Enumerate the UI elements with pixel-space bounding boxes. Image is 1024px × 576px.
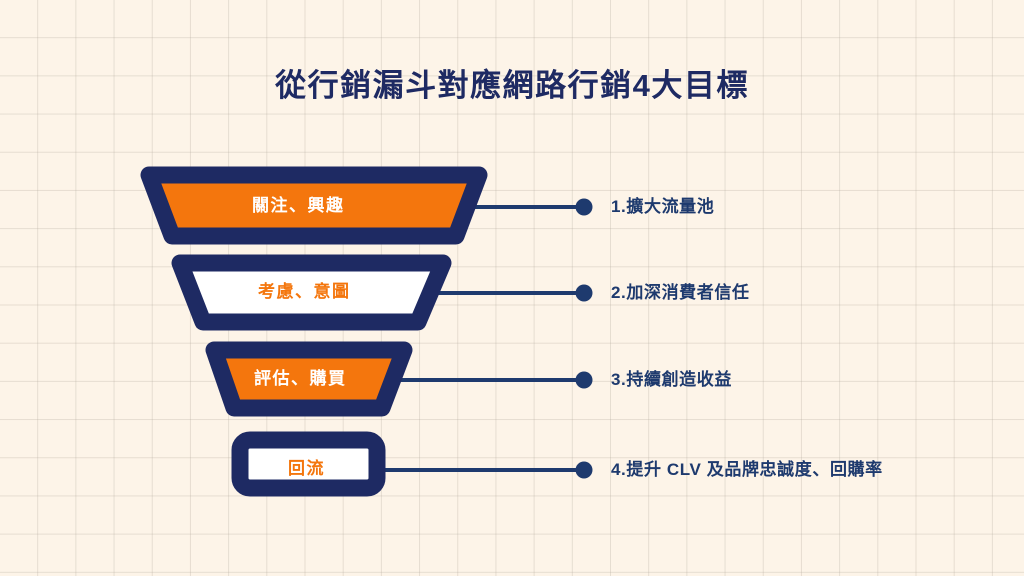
funnel-stage-2-shape[interactable] <box>171 254 452 331</box>
funnel-stage-2[interactable] <box>171 254 452 331</box>
funnel-stage-2-label: 考慮、意圖 <box>258 282 351 301</box>
goal-item-2[interactable]: 2.加深消費者信任 <box>611 282 750 304</box>
connector-dots <box>575 198 593 479</box>
goal-item-2-text: 2.加深消費者信任 <box>611 283 750 302</box>
goal-item-4-text: 4.提升 CLV 及品牌忠誠度、回購率 <box>611 460 883 479</box>
funnel-stage-4-shape[interactable] <box>231 431 386 497</box>
goal-item-1[interactable]: 1.擴大流量池 <box>611 196 714 218</box>
page-title: 從行銷漏斗對應網路行銷4大目標 <box>275 68 749 103</box>
connector-lines <box>337 205 583 472</box>
bullet-dot-1 <box>575 198 593 216</box>
goal-item-3-text: 3.持續創造收益 <box>611 370 732 389</box>
funnel-stage-1-label: 關注、興趣 <box>252 196 345 215</box>
bullet-dot-3 <box>575 371 593 389</box>
bullet-dot-4 <box>575 461 593 479</box>
goal-item-4[interactable]: 4.提升 CLV 及品牌忠誠度、回購率 <box>611 459 883 481</box>
funnel-stage-1-shape[interactable] <box>140 166 488 245</box>
bullet-dot-2 <box>575 284 593 302</box>
funnel-stage-3-shape[interactable] <box>205 341 413 417</box>
funnel-stage-1[interactable] <box>140 166 488 245</box>
funnel-stage-4[interactable] <box>231 431 386 497</box>
goal-item-3[interactable]: 3.持續創造收益 <box>611 369 732 391</box>
funnel-stage-3-label: 評估、購買 <box>254 369 347 388</box>
funnel-stage-3[interactable] <box>205 341 413 417</box>
funnel-stage-4-label: 回流 <box>288 459 325 478</box>
goal-item-1-text: 1.擴大流量池 <box>611 197 715 216</box>
